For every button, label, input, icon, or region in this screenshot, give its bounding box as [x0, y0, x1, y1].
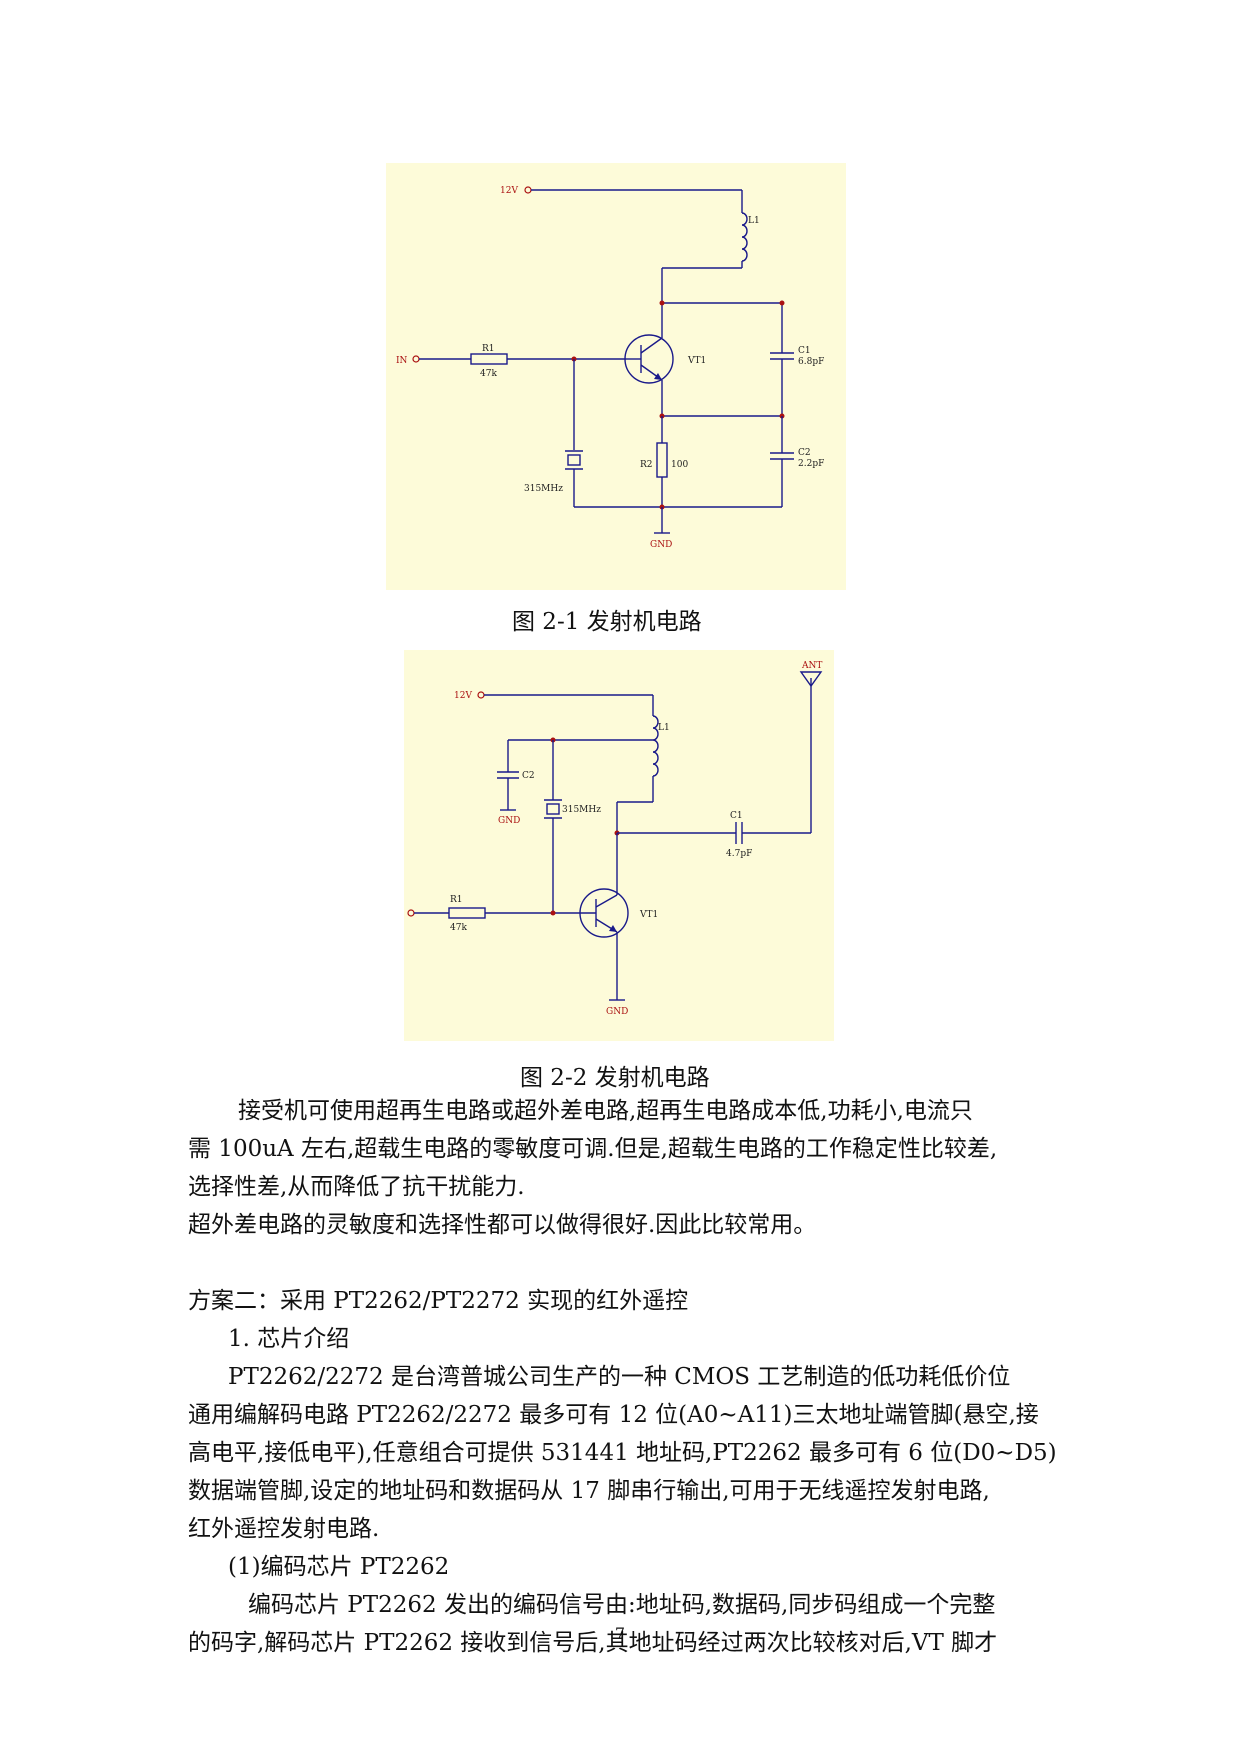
- paragraph-line: 选择性差,从而降低了抗干扰能力.: [188, 1174, 525, 1200]
- paragraph-line: 数据端管脚,设定的地址码和数据码从 17 脚串行输出,可用于无线遥控发射电路,: [188, 1478, 990, 1504]
- label-c1-value: 4.7pF: [726, 849, 752, 859]
- resistor-r1: [448, 907, 486, 919]
- label-c1: C1: [798, 346, 811, 356]
- label-r1: R1: [450, 895, 463, 905]
- crystal-315mhz: [567, 454, 581, 466]
- resistor-r1: [470, 353, 508, 365]
- paragraph-line: PT2262/2272 是台湾普城公司生产的一种 CMOS 工艺制造的低功耗低价…: [228, 1364, 1011, 1390]
- label-c2: C2: [522, 771, 535, 781]
- paragraph-line: 的码字,解码芯片 PT2262 接收到信号后,其地址码经过两次比较核对后,VT …: [188, 1630, 998, 1656]
- paragraph-line: 通用编解码电路 PT2262/2272 最多可有 12 位(A0~A11)三太地…: [188, 1402, 1039, 1428]
- figure-1-caption: 图 2-1 发射机电路: [512, 609, 702, 635]
- figure-2-caption: 图 2-2 发射机电路: [520, 1065, 710, 1091]
- label-r1: R1: [482, 344, 495, 354]
- label-l1: L1: [658, 723, 670, 733]
- label-gnd: GND: [606, 1007, 628, 1017]
- resistor-r2: [656, 442, 668, 478]
- paragraph-line: 编码芯片 PT2262 发出的编码信号由:地址码,数据码,同步码组成一个完整: [248, 1592, 996, 1618]
- schematic-1: 12V L1 IN R1 47k VT1 C1 6.8pF R2 100 C2 …: [396, 186, 824, 550]
- schematic-2: 12V ANT L1 C2 GND 315MHz C1 4.7pF R1 47k…: [407, 661, 823, 1017]
- label-c1: C1: [730, 811, 743, 821]
- label-c2-value: 2.2pF: [798, 459, 824, 469]
- label-r1-value: 47k: [480, 369, 497, 379]
- crystal-315mhz: [546, 803, 560, 815]
- subheading-encoder: (1)编码芯片 PT2262: [228, 1554, 450, 1580]
- paragraph-line: 接受机可使用超再生电路或超外差电路,超再生电路成本低,功耗小,电流只: [238, 1098, 973, 1124]
- label-crystal: 315MHz: [562, 805, 601, 815]
- label-gnd: GND: [650, 540, 672, 550]
- antenna-icon: [799, 671, 823, 688]
- label-vt1: VT1: [687, 356, 706, 366]
- inductor-l1: [741, 212, 748, 262]
- label-c2: C2: [798, 448, 811, 458]
- figure-transmitter-circuit-1: 12V L1 IN R1 47k VT1 C1 6.8pF R2 100 C2 …: [386, 163, 846, 590]
- inductor-l1: [652, 715, 659, 777]
- paragraph-line: 需 100uA 左右,超载生电路的零敏度可调.但是,超载生电路的工作稳定性比较差…: [188, 1136, 998, 1162]
- paragraph-line: 红外遥控发射电路.: [188, 1516, 380, 1542]
- label-r2: R2: [640, 460, 653, 470]
- label-in: IN: [396, 356, 408, 366]
- label-ant: ANT: [801, 661, 822, 671]
- label-12v: 12V: [500, 186, 518, 196]
- subheading-chip-intro: 1. 芯片介绍: [228, 1326, 350, 1352]
- paragraph-line: 高电平,接低电平),任意组合可提供 531441 地址码,PT2262 最多可有…: [188, 1440, 1057, 1466]
- figure-transmitter-circuit-2: 12V ANT L1 C2 GND 315MHz C1 4.7pF R1 47k…: [404, 650, 834, 1041]
- page-number: 7: [614, 1624, 626, 1643]
- label-crystal: 315MHz: [524, 484, 563, 494]
- paragraph-line: 超外差电路的灵敏度和选择性都可以做得很好.因此比较常用。: [188, 1212, 817, 1238]
- body-text: 接受机可使用超再生电路或超外差电路,超再生电路成本低,功耗小,电流只 需 100…: [188, 1092, 1058, 1662]
- label-c1-value: 6.8pF: [798, 357, 824, 367]
- label-12v: 12V: [454, 691, 472, 701]
- label-r1-value: 47k: [450, 923, 467, 933]
- label-vt1: VT1: [639, 910, 658, 920]
- terminal-in: [412, 355, 420, 363]
- label-gnd-c2: GND: [498, 816, 520, 826]
- label-r2-value: 100: [671, 460, 688, 470]
- terminal-12v: [524, 186, 532, 194]
- label-l1: L1: [748, 216, 760, 226]
- terminal-12v: [477, 691, 485, 699]
- section-heading: 方案二：采用 PT2262/PT2272 实现的红外遥控: [188, 1288, 689, 1314]
- terminal-in: [407, 909, 415, 917]
